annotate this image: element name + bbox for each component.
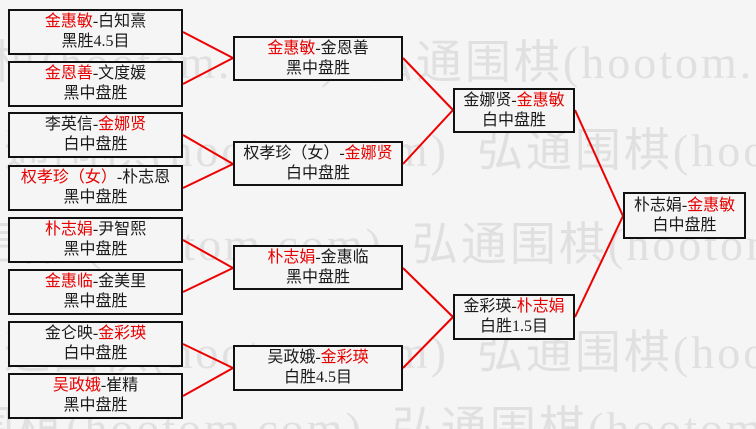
winner-name: 金惠敏 bbox=[267, 39, 316, 57]
match-sf-1: 金娜贤-金惠敏 白中盘胜 bbox=[453, 88, 575, 133]
match-r1-5: 朴志娟-尹智熙 黑中盘胜 bbox=[8, 217, 183, 263]
match-r1-1: 金惠敏-白知熹 黑胜4.5目 bbox=[8, 9, 183, 55]
winner-name: 朴志娟 bbox=[516, 298, 565, 315]
match-result: 白中盘胜 bbox=[63, 136, 128, 153]
match-result: 白胜1.5目 bbox=[479, 318, 548, 335]
match-r1-6: 金惠临-金美里 黑中盘胜 bbox=[8, 269, 183, 315]
winner-name: 金惠敏 bbox=[44, 13, 93, 30]
match-result: 黑中盘胜 bbox=[285, 59, 350, 77]
match-sf-2: 金彩瑛-朴志娟 白胜1.5目 bbox=[453, 294, 575, 340]
match-players: 朴志娟-金惠敏 bbox=[633, 196, 736, 214]
match-r1-2: 金恩善-文度媛 黑中盘胜 bbox=[8, 61, 183, 107]
match-result: 黑中盘胜 bbox=[63, 85, 128, 102]
match-players: 金惠敏-白知熹 bbox=[44, 13, 147, 30]
winner-name: 金惠敏 bbox=[516, 91, 565, 109]
match-result: 黑中盘胜 bbox=[63, 397, 128, 414]
match-r2-4: 吴政娥-金彩瑛 白胜4.5目 bbox=[233, 345, 403, 391]
match-r1-8: 吴政娥-崔精 黑中盘胜 bbox=[8, 373, 183, 419]
match-r2-2: 权孝珍（女）-金娜贤 白中盘胜 bbox=[233, 141, 403, 186]
match-result: 黑中盘胜 bbox=[63, 241, 128, 258]
match-result: 黑胜4.5目 bbox=[61, 33, 130, 50]
match-result: 白中盘胜 bbox=[481, 111, 546, 129]
match-result: 白胜4.5目 bbox=[283, 369, 352, 386]
winner-name: 权孝珍（女） bbox=[20, 169, 117, 186]
match-players: 金彩瑛-朴志娟 bbox=[463, 298, 565, 315]
match-result: 黑中盘胜 bbox=[63, 293, 128, 310]
match-players: 金恩善-文度媛 bbox=[44, 65, 147, 82]
match-players: 金惠临-金美里 bbox=[44, 273, 147, 290]
winner-name: 金娜贤 bbox=[344, 144, 393, 162]
match-result: 白中盘胜 bbox=[652, 216, 717, 234]
match-players: 权孝珍（女）-朴志恩 bbox=[20, 169, 171, 186]
winner-name: 金恩善 bbox=[44, 65, 93, 82]
match-r2-1: 金惠敏-金恩善 黑中盘胜 bbox=[233, 36, 403, 81]
match-players: 吴政娥-金彩瑛 bbox=[267, 349, 369, 366]
match-final: 朴志娟-金惠敏 白中盘胜 bbox=[623, 192, 746, 239]
winner-name: 朴志娟 bbox=[267, 248, 316, 266]
match-r2-3: 朴志娟-金惠临 黑中盘胜 bbox=[233, 245, 403, 290]
winner-name: 吴政娥 bbox=[52, 377, 101, 394]
match-r1-4: 权孝珍（女）-朴志恩 黑中盘胜 bbox=[8, 165, 183, 211]
match-result: 白中盘胜 bbox=[63, 345, 128, 362]
match-r1-7: 金仑映-金彩瑛 白中盘胜 bbox=[8, 321, 183, 367]
match-players: 吴政娥-崔精 bbox=[52, 377, 139, 394]
match-players: 权孝珍（女）-金娜贤 bbox=[243, 144, 393, 162]
match-players: 朴志娟-尹智熙 bbox=[44, 221, 147, 238]
match-players: 李英信-金娜贤 bbox=[44, 116, 147, 133]
winner-name: 金彩瑛 bbox=[98, 325, 147, 342]
winner-name: 金娜贤 bbox=[98, 116, 147, 133]
match-r1-3: 李英信-金娜贤 白中盘胜 bbox=[8, 112, 183, 158]
match-players: 朴志娟-金惠临 bbox=[267, 248, 369, 266]
match-result: 白中盘胜 bbox=[285, 164, 350, 182]
match-players: 金惠敏-金恩善 bbox=[267, 39, 369, 57]
winner-name: 朴志娟 bbox=[44, 221, 93, 238]
winner-name: 金惠敏 bbox=[687, 196, 736, 214]
match-players: 金仑映-金彩瑛 bbox=[44, 325, 147, 342]
match-result: 黑中盘胜 bbox=[63, 189, 128, 206]
match-players: 金娜贤-金惠敏 bbox=[463, 91, 565, 109]
winner-name: 金惠临 bbox=[44, 273, 93, 290]
winner-name: 金彩瑛 bbox=[320, 349, 369, 366]
match-result: 黑中盘胜 bbox=[285, 268, 350, 286]
